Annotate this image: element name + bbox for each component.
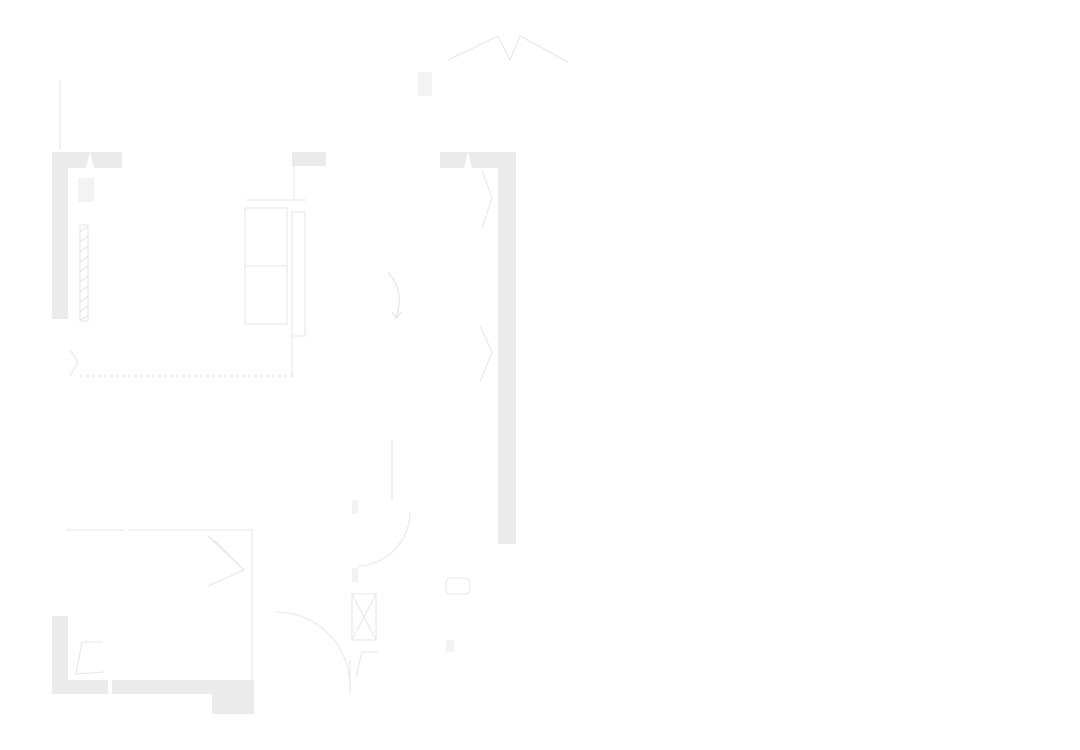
window-marker-1 (86, 152, 94, 168)
door-swing-lower (275, 611, 351, 694)
room-lower-left (66, 529, 254, 680)
shoe-cabinet-cross-2 (351, 593, 377, 641)
wardrobe-side-panel (291, 211, 306, 337)
room-upper-left (69, 178, 294, 377)
radiator-hatch (79, 224, 89, 322)
right-wall-marks (387, 169, 493, 383)
wardrobe-unit (244, 199, 306, 376)
door-jamb-bottom (352, 568, 358, 582)
window-markers (86, 152, 472, 200)
door-arc-lower (275, 611, 351, 687)
wall-top-stub (292, 152, 326, 166)
cabinet-block (78, 178, 94, 202)
wall-top-right (440, 152, 516, 168)
swing-arrow (387, 271, 402, 319)
wall-bottom-column (212, 680, 254, 714)
small-fixture (446, 640, 454, 652)
wall-left-lower (52, 616, 68, 694)
wall-top-left (52, 152, 122, 168)
door-jamb-top (352, 500, 358, 514)
wall-right (498, 152, 516, 544)
right-mark-lower (479, 325, 493, 383)
wall-bottom-left (52, 680, 108, 694)
entrance-roof-marker (59, 35, 569, 150)
shower-mark (207, 535, 245, 587)
door-swing-center (352, 440, 411, 582)
shoe-cabinet (351, 593, 377, 641)
washbasin (445, 577, 471, 595)
entrance-step-mark (355, 651, 378, 677)
window-marker-2 (464, 152, 472, 168)
top-post (418, 72, 432, 96)
partition-end-mark (69, 349, 79, 377)
bathtub-fixture (75, 641, 105, 675)
wall-left-upper (52, 152, 68, 319)
right-mark-upper (481, 169, 493, 229)
shower-diagonal (213, 539, 245, 571)
entrance-fixtures (351, 577, 471, 677)
exterior-walls (52, 152, 516, 714)
door-arc-center (357, 511, 411, 567)
